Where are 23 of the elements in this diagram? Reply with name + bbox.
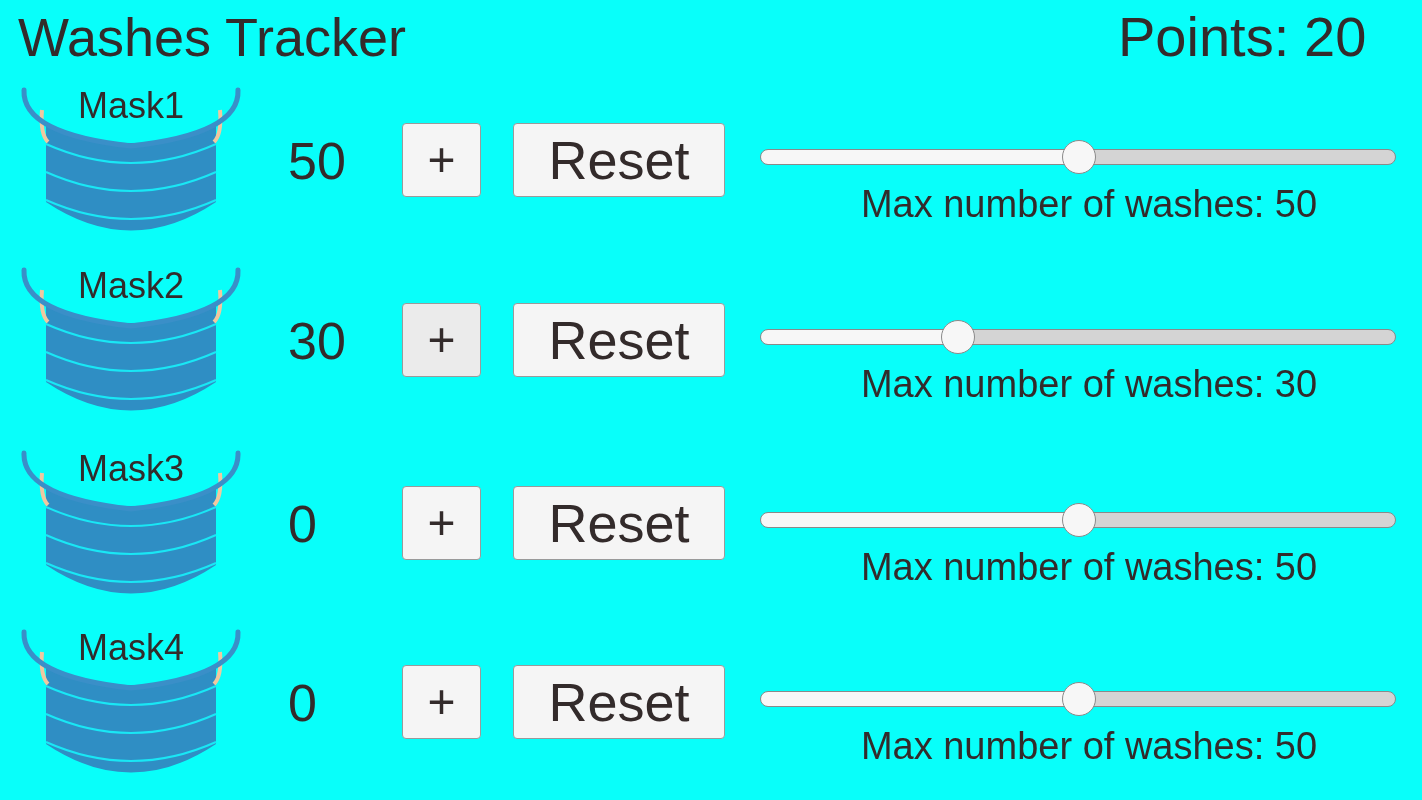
reset-button: Reset [513,123,725,197]
max-washes-label: Max number of washes: 50 [860,184,1318,226]
mask-name: Mask4 [78,628,184,668]
max-washes-label: Max number of washes: 50 [860,726,1318,768]
mask-name: Mask2 [78,266,184,306]
wash-count: 30 [288,315,346,367]
plus-button: + [402,486,481,560]
mask-name: Mask3 [78,449,184,489]
points-value: 20 [1304,6,1367,68]
mask-name: Mask1 [78,86,184,126]
max-washes-label: Max number of washes: 30 [860,364,1318,406]
reset-button: Reset [513,665,725,739]
plus-button: + [402,303,481,377]
plus-button: + [402,123,481,197]
wash-count: 0 [288,677,317,729]
wash-count: 0 [288,498,317,550]
max-washes-label: Max number of washes: 50 [860,547,1318,589]
page-title: Washes Tracker [18,8,407,68]
wash-count: 50 [288,135,346,187]
points-label: Points: [1118,6,1290,68]
reset-button: Reset [513,486,725,560]
reset-button: Reset [513,303,725,377]
plus-button: + [402,665,481,739]
